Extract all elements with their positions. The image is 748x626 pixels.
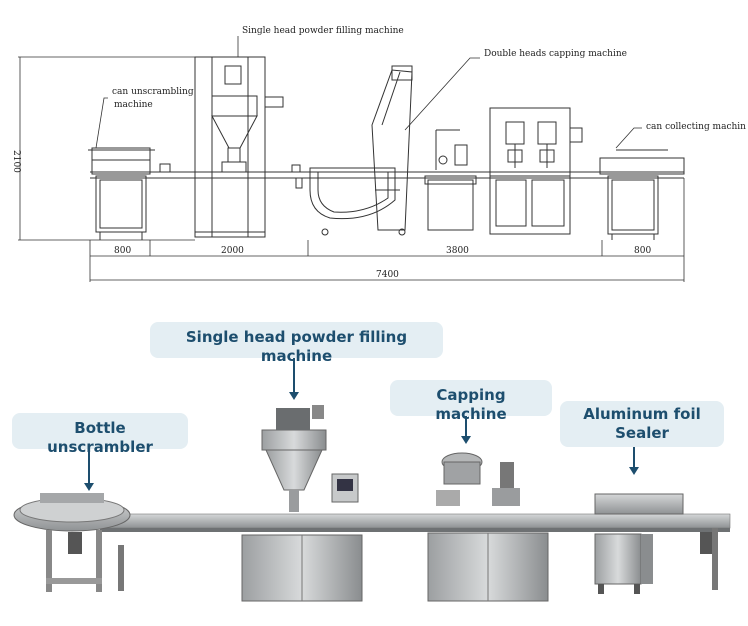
label-unscrambling-line1: can unscrambling	[112, 87, 194, 97]
dimension-800-left: 800	[114, 246, 131, 256]
callout-bottle-unscrambler: Bottle unscrambler	[12, 413, 188, 456]
arrow-sealer	[629, 447, 639, 475]
callout-sealer-line2: Sealer	[615, 424, 669, 442]
label-capping-machine: Double heads capping machine	[484, 49, 627, 59]
machine-line-illustration	[13, 405, 731, 602]
label-unscrambling-line2: machine	[114, 100, 153, 110]
technical-drawing: Single head powder filling machine can u…	[11, 26, 746, 282]
height-dimension: 2100	[11, 150, 21, 173]
dimension-3800: 3800	[446, 246, 469, 256]
dimension-2000: 2000	[221, 246, 244, 256]
label-collecting-machine: can collecting machin	[646, 122, 746, 132]
arrow-filling	[289, 358, 299, 400]
dimension-800-right: 800	[634, 246, 651, 256]
label-filling-machine: Single head powder filling machine	[242, 26, 404, 36]
callout-filling-text: Single head powder filling machine	[185, 328, 408, 365]
callout-foil-sealer: Aluminum foil Sealer	[560, 401, 724, 447]
arrow-capping	[461, 416, 471, 444]
callout-unscrambler-text: Bottle unscrambler	[47, 419, 153, 456]
callout-capping-machine: Capping machine	[390, 380, 552, 423]
dimension-total: 7400	[376, 270, 399, 280]
callout-capping-text: Capping machine	[435, 386, 507, 423]
callout-filling-machine: Single head powder filling machine	[150, 322, 443, 365]
arrow-unscrambler	[84, 449, 94, 491]
callout-sealer-line1: Aluminum foil	[583, 405, 701, 423]
